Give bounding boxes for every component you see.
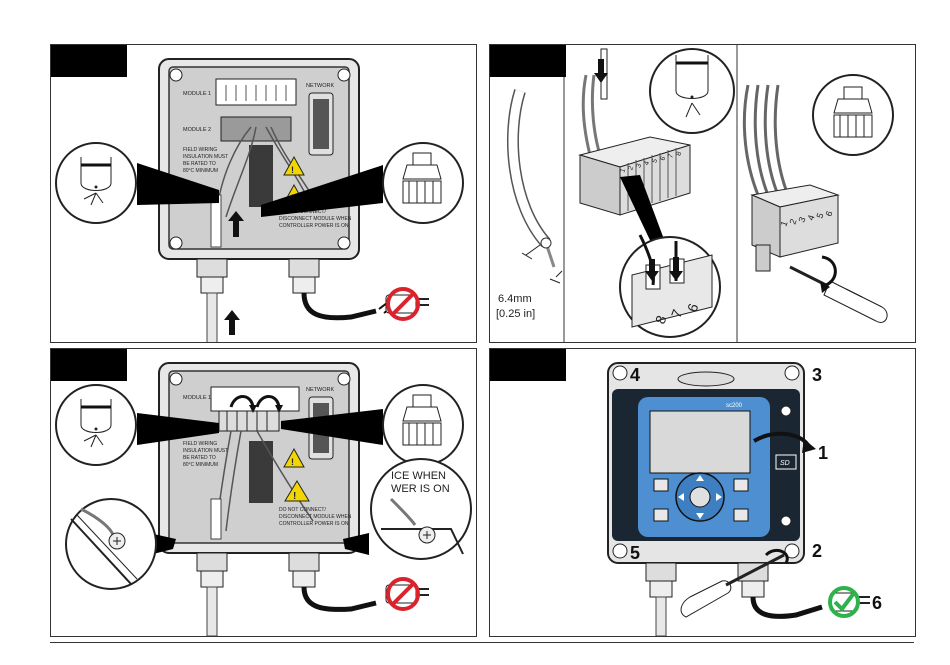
screwdriver xyxy=(789,265,888,323)
display-screen xyxy=(649,410,751,474)
corner-screw-icon xyxy=(784,365,800,381)
plug-number-5: 5 xyxy=(814,212,825,220)
zoom-callout-ground-right xyxy=(370,458,472,560)
module-1-label: MODULE 1 xyxy=(183,91,211,97)
panel-3-illustration: MODULE 1 NETWORK ! ! FIELD WIRING INSULA… xyxy=(55,362,472,636)
warning-icon xyxy=(283,447,305,468)
no-power-icon xyxy=(385,577,429,611)
panel-1-illustration: MODULE 1 MODULE 2 NETWORK ! ! FIELD WIRI… xyxy=(55,58,464,342)
terminal-number-4: 4 xyxy=(643,160,651,166)
step-label-1: 1 xyxy=(818,443,828,463)
corner-screw-icon xyxy=(612,365,628,381)
plug-number-1: 1 xyxy=(778,220,789,228)
insulation-note: FIELD WIRING INSULATION MUST BE RATED TO… xyxy=(183,441,230,468)
svg-text:!: ! xyxy=(293,491,296,502)
module-1-label: MODULE 1 xyxy=(183,395,211,401)
zoom-warning-text: ICE WHEN WER IS ON xyxy=(391,470,450,495)
corner-screw-icon xyxy=(784,543,800,559)
bottom-rule xyxy=(50,642,914,643)
network-label: NETWORK xyxy=(306,83,334,89)
enter-key xyxy=(733,508,749,522)
warning-icon xyxy=(284,480,310,502)
home-key xyxy=(733,478,749,492)
down-arrow-icon xyxy=(669,257,683,281)
terminal-number-7: 7 xyxy=(667,153,675,159)
plug-number-4: 4 xyxy=(805,214,816,222)
back-key xyxy=(653,508,669,522)
terminal-number-3: 3 xyxy=(635,163,643,169)
terminal-number-8: 8 xyxy=(675,151,683,157)
rotate-arrow-icon xyxy=(764,549,789,564)
corner-screw-icon xyxy=(612,543,628,559)
plug-number-6: 6 xyxy=(823,210,834,218)
rotate-arrow-icon xyxy=(821,255,837,287)
up-arrow-icon xyxy=(228,211,244,237)
rotate-arrow-icon xyxy=(255,395,281,408)
panel-4-illustration: sc200 SD 1 2 3 4 5 6 xyxy=(607,362,882,636)
terminal-number-6: 6 xyxy=(659,156,667,162)
warning-note: DO NOT CONNECT/ DISCONNECT MODULE WHEN C… xyxy=(279,507,353,527)
sd-label: SD xyxy=(780,460,790,467)
plug-number-3: 3 xyxy=(796,216,807,224)
menu-key xyxy=(653,478,669,492)
step-label-6: 6 xyxy=(872,593,882,613)
rotate-arrow-icon xyxy=(229,395,255,408)
power-ok-icon xyxy=(828,586,870,618)
terminal-number-1: 1 xyxy=(619,168,627,174)
svg-text:!: ! xyxy=(291,165,294,175)
svg-text:!: ! xyxy=(291,457,294,467)
strip-length-inch-label: [0.25 in] xyxy=(496,308,535,320)
module-2-label: MODULE 2 xyxy=(183,127,211,133)
plug-number-2: 2 xyxy=(787,218,798,226)
sd-slot xyxy=(775,454,797,470)
panel-step-1: MODULE 1 MODULE 2 NETWORK ! ! FIELD WIRI… xyxy=(50,44,477,343)
strip-length-label: 6.4mm xyxy=(498,293,532,305)
step-header-4 xyxy=(490,349,566,381)
down-arrow-icon xyxy=(594,59,608,83)
terminal-number-2: 2 xyxy=(627,165,635,171)
insulation-note: FIELD WIRING INSULATION MUST BE RATED TO… xyxy=(183,147,230,174)
warning-icon xyxy=(283,155,305,176)
up-arrow-icon xyxy=(224,310,240,335)
no-power-icon xyxy=(385,287,429,321)
step-label-4: 4 xyxy=(630,365,640,385)
down-arrow-icon xyxy=(645,259,659,281)
brand-label: sc200 xyxy=(726,403,743,409)
step-label-5: 5 xyxy=(630,543,640,563)
step-label-3: 3 xyxy=(812,365,822,385)
step-header-1 xyxy=(51,45,127,77)
network-label: NETWORK xyxy=(306,387,334,393)
step-header-2 xyxy=(490,45,566,77)
step-header-3 xyxy=(51,349,127,381)
panel-step-3: MODULE 1 NETWORK ! ! FIELD WIRING INSULA… xyxy=(50,348,477,637)
panel-step-4: sc200 SD 1 2 3 4 5 6 xyxy=(489,348,916,637)
terminal-number-5: 5 xyxy=(651,158,659,164)
screwdriver xyxy=(680,553,785,618)
step-label-2: 2 xyxy=(812,541,822,561)
